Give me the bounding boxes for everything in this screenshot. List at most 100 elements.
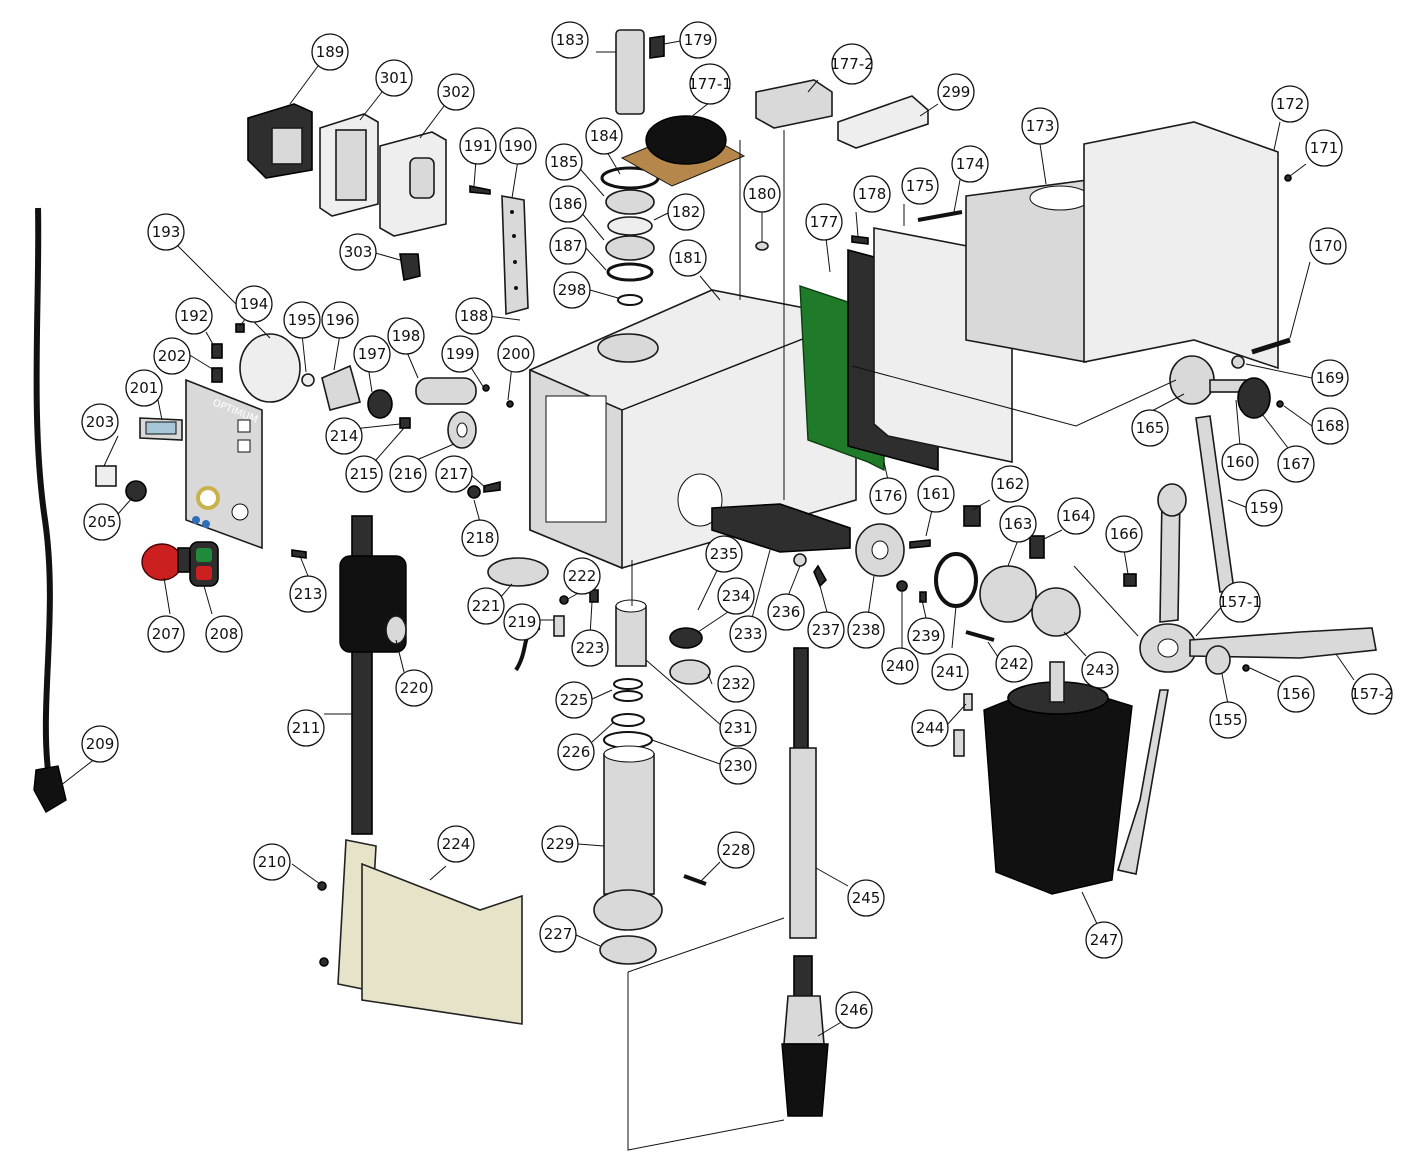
svg-text:185: 185 [550,153,579,171]
callout-200: 200 [497,335,535,373]
callout-238: 238 [847,611,885,649]
cover-plate-part [469,185,529,316]
svg-text:186: 186 [554,195,583,213]
callout-216: 216 [389,455,427,493]
callout-184: 184 [585,117,623,155]
svg-text:231: 231 [724,719,753,737]
depth-stop-part [1169,337,1291,419]
svg-text:160: 160 [1226,453,1255,471]
svg-text:177-1: 177-1 [688,75,732,93]
sleeve-parts [615,599,711,685]
svg-text:155: 155 [1214,711,1243,729]
svg-text:246: 246 [840,1001,869,1019]
svg-text:157-2: 157-2 [1350,685,1394,703]
callout-195: 195 [283,301,321,339]
svg-text:215: 215 [350,465,379,483]
svg-text:173: 173 [1026,117,1055,135]
flange-parts [487,557,599,672]
callout-220: 220 [395,669,433,707]
svg-text:219: 219 [508,613,537,631]
screw-213-part [291,549,307,559]
svg-text:183: 183 [556,31,585,49]
svg-text:242: 242 [1000,655,1029,673]
svg-text:178: 178 [858,185,887,203]
svg-text:298: 298 [558,281,587,299]
feed-handle-part [1116,483,1377,875]
svg-text:218: 218 [466,529,495,547]
callout-213: 213 [289,575,327,613]
svg-text:156: 156 [1282,685,1311,703]
callout-196: 196 [321,301,359,339]
svg-text:222: 222 [568,567,597,585]
svg-text:216: 216 [394,465,423,483]
callout-207: 207 [147,615,185,653]
svg-text:207: 207 [152,625,181,643]
svg-text:229: 229 [546,835,575,853]
callout-162: 162 [991,465,1029,503]
callout-190: 190 [499,127,537,165]
callout-189: 189 [311,33,349,71]
callout-180: 180 [743,175,781,213]
svg-text:299: 299 [942,83,971,101]
callout-166: 166 [1105,515,1143,553]
pulley-parts [301,364,514,419]
callout-164: 164 [1057,497,1095,535]
svg-text:237: 237 [812,621,841,639]
svg-text:191: 191 [464,137,493,155]
callout-175: 175 [901,167,939,205]
svg-text:221: 221 [472,597,501,615]
svg-text:211: 211 [292,719,321,737]
callout-174: 174 [951,145,989,183]
svg-text:170: 170 [1314,237,1343,255]
svg-text:228: 228 [722,841,751,859]
callout-163: 163 [999,505,1037,543]
callout-178: 178 [853,175,891,213]
svg-text:247: 247 [1090,931,1119,949]
spindle-stack-part [600,29,746,306]
callout-303: 303 [339,233,377,271]
callout-172: 172 [1271,85,1309,123]
svg-text:232: 232 [722,675,751,693]
callout-192: 192 [175,297,213,335]
svg-text:157-1: 157-1 [1218,593,1262,611]
callout-235: 235 [705,535,743,573]
callout-244: 244 [911,709,949,747]
callout-188: 188 [455,297,493,335]
svg-text:159: 159 [1250,499,1279,517]
callout-165: 165 [1131,409,1169,447]
svg-text:175: 175 [906,177,935,195]
callout-214: 214 [325,417,363,455]
svg-text:203: 203 [86,413,115,431]
svg-text:181: 181 [674,249,703,267]
callout-170: 170 [1309,227,1347,265]
callout-223: 223 [571,629,609,667]
callout-239: 239 [907,617,945,655]
svg-text:230: 230 [724,757,753,775]
svg-text:227: 227 [544,925,573,943]
callout-193: 193 [147,213,185,251]
svg-text:161: 161 [922,485,951,503]
svg-text:179: 179 [684,31,713,49]
callout-218: 218 [461,519,499,557]
drill-chuck-part [781,955,829,1117]
svg-text:209: 209 [86,735,115,753]
clear-cover-part [235,323,301,403]
svg-text:162: 162 [996,475,1025,493]
callout-217: 217 [435,455,473,493]
callout-187: 187 [549,227,587,265]
callout-181: 181 [669,239,707,277]
svg-text:245: 245 [852,889,881,907]
callout-176: 176 [869,477,907,515]
callout-209: 209 [81,725,119,763]
svg-text:226: 226 [562,743,591,761]
callout-236: 236 [767,593,805,631]
callout-157-1: 157-1 [1218,581,1262,623]
callout-173: 173 [1021,107,1059,145]
svg-text:198: 198 [392,327,421,345]
control-panel-plate-part: OPTIMUM [185,378,263,550]
svg-text:210: 210 [258,853,287,871]
svg-text:166: 166 [1110,525,1139,543]
svg-text:169: 169 [1316,369,1345,387]
callout-221: 221 [467,587,505,625]
svg-text:182: 182 [672,203,701,221]
